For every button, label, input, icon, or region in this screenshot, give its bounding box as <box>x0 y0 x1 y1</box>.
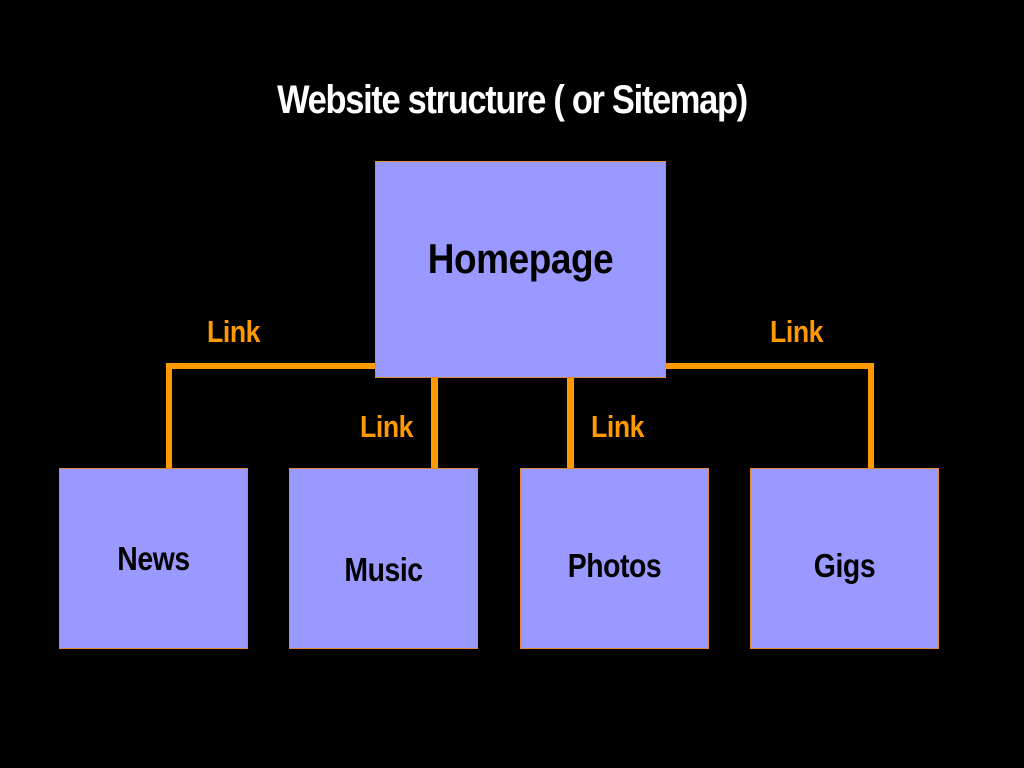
connector-vertical-gigs <box>868 363 874 469</box>
slide-title: Website structure ( or Sitemap) <box>277 78 748 122</box>
news-node: News <box>59 468 248 649</box>
photos-label: Photos <box>567 547 662 584</box>
connector-vertical-news <box>166 363 172 469</box>
homepage-label: Homepage <box>427 235 614 282</box>
connector-horizontal-right <box>664 363 874 369</box>
connector-vertical-music <box>431 377 438 469</box>
photos-node: Photos <box>520 468 709 649</box>
music-node: Music <box>289 468 478 649</box>
music-label: Music <box>344 551 423 588</box>
news-label: News <box>117 540 190 577</box>
link-label-music: Link <box>360 409 414 444</box>
link-label-photos: Link <box>591 409 645 444</box>
link-label-news: Link <box>207 314 261 349</box>
gigs-node: Gigs <box>750 468 939 649</box>
homepage-node: Homepage <box>375 161 666 378</box>
connector-horizontal-left <box>166 363 378 369</box>
connector-vertical-photos <box>567 377 574 469</box>
link-label-gigs: Link <box>770 314 824 349</box>
gigs-label: Gigs <box>813 547 876 584</box>
